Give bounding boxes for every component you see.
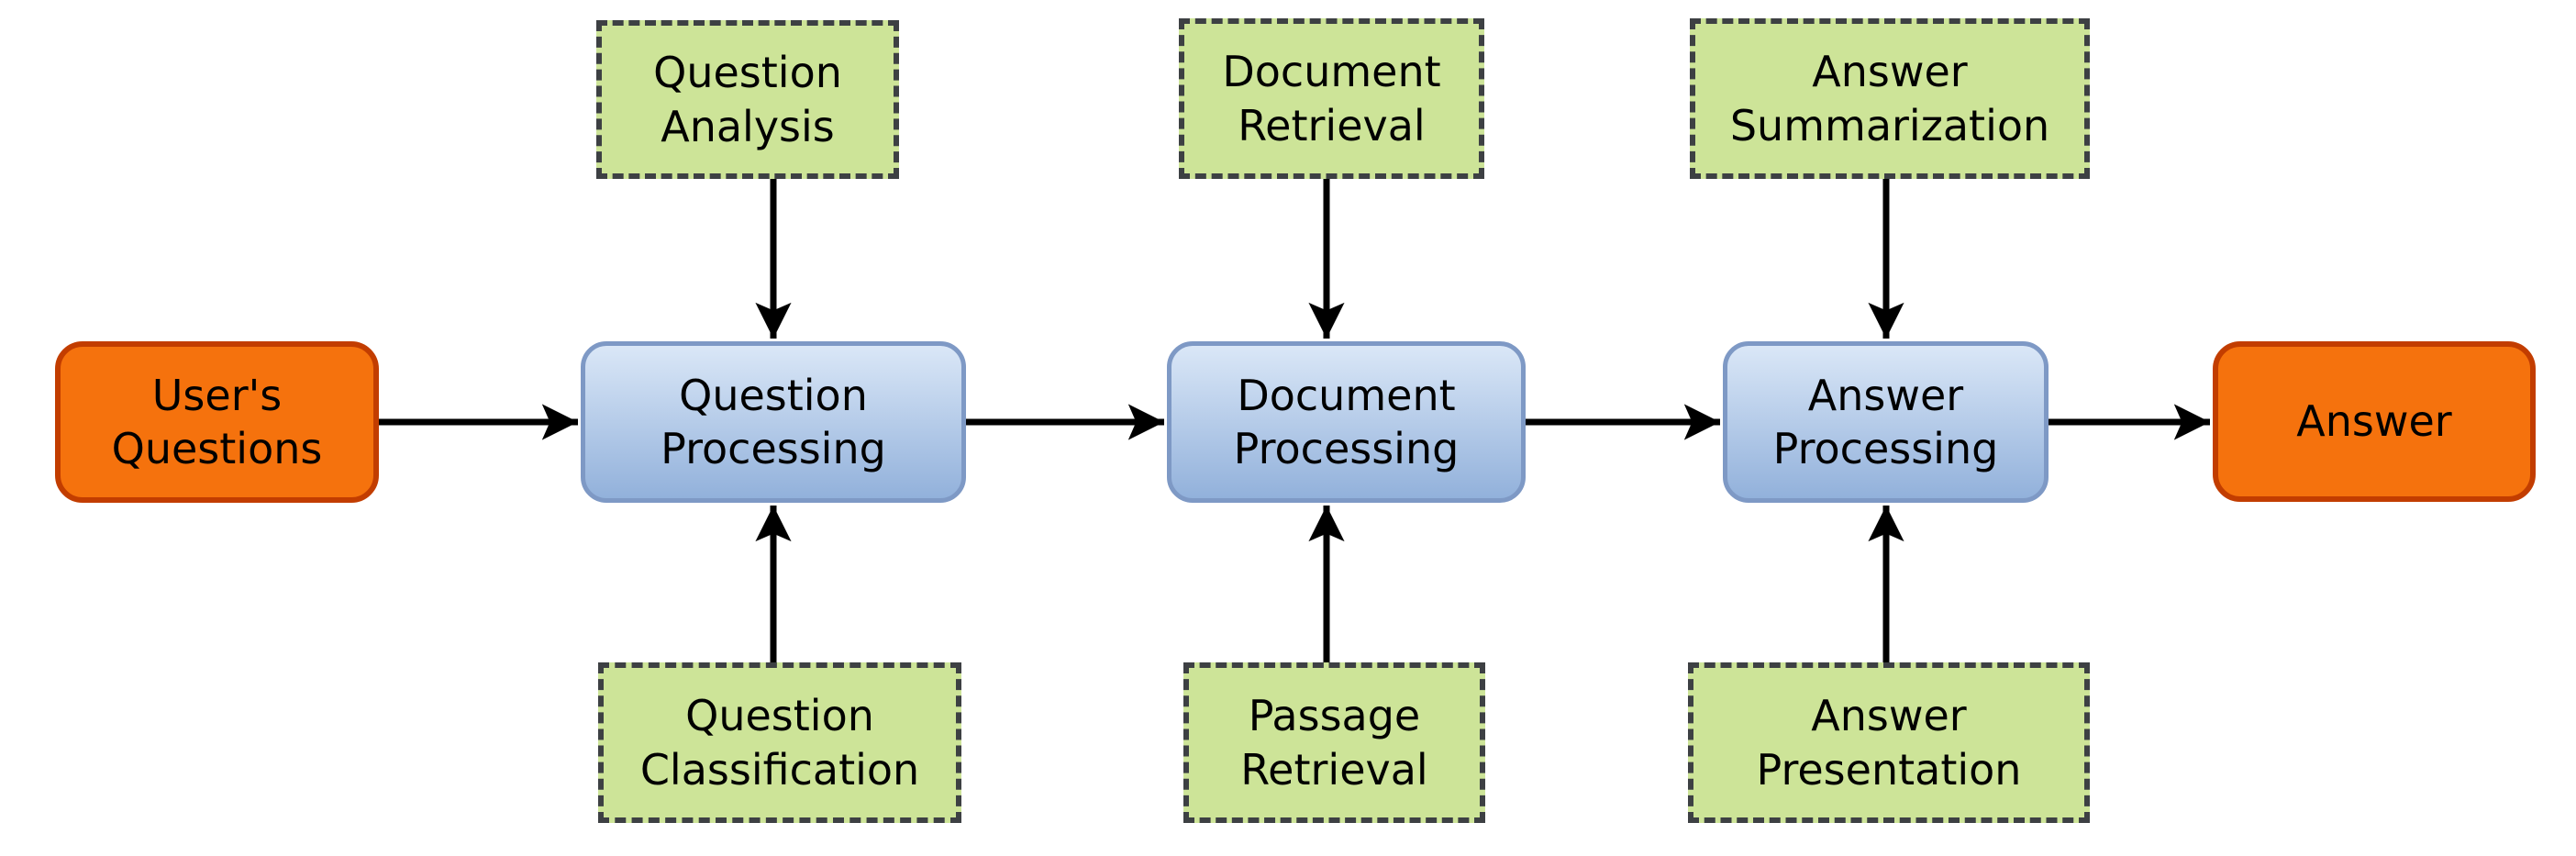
node-question-analysis-label: Question Analysis <box>653 48 842 151</box>
node-users-questions: User's Questions <box>55 341 379 503</box>
node-users-questions-label: User's Questions <box>111 370 323 473</box>
node-answer-presentation: Answer Presentation <box>1688 662 2090 823</box>
node-answer-presentation-label: Answer Presentation <box>1756 691 2022 795</box>
node-question-processing-label: Question Processing <box>661 370 886 473</box>
node-answer-processing-label: Answer Processing <box>1772 370 1999 473</box>
node-passage-retrieval: Passage Retrieval <box>1183 662 1485 823</box>
node-answer-label: Answer <box>2296 396 2452 447</box>
node-answer-summarization: Answer Summarization <box>1690 18 2090 179</box>
node-answer-processing: Answer Processing <box>1723 341 2049 503</box>
node-document-processing: Document Processing <box>1167 341 1526 503</box>
node-question-classification-label: Question Classification <box>639 691 920 795</box>
node-passage-retrieval-label: Passage Retrieval <box>1240 691 1428 795</box>
node-document-processing-label: Document Processing <box>1233 370 1460 473</box>
node-answer: Answer <box>2213 341 2536 502</box>
node-question-processing: Question Processing <box>581 341 966 503</box>
node-question-classification: Question Classification <box>598 662 961 823</box>
node-document-retrieval-label: Document Retrieval <box>1222 47 1441 150</box>
node-document-retrieval: Document Retrieval <box>1179 18 1484 179</box>
node-answer-summarization-label: Answer Summarization <box>1729 47 2050 150</box>
node-question-analysis: Question Analysis <box>596 20 899 179</box>
